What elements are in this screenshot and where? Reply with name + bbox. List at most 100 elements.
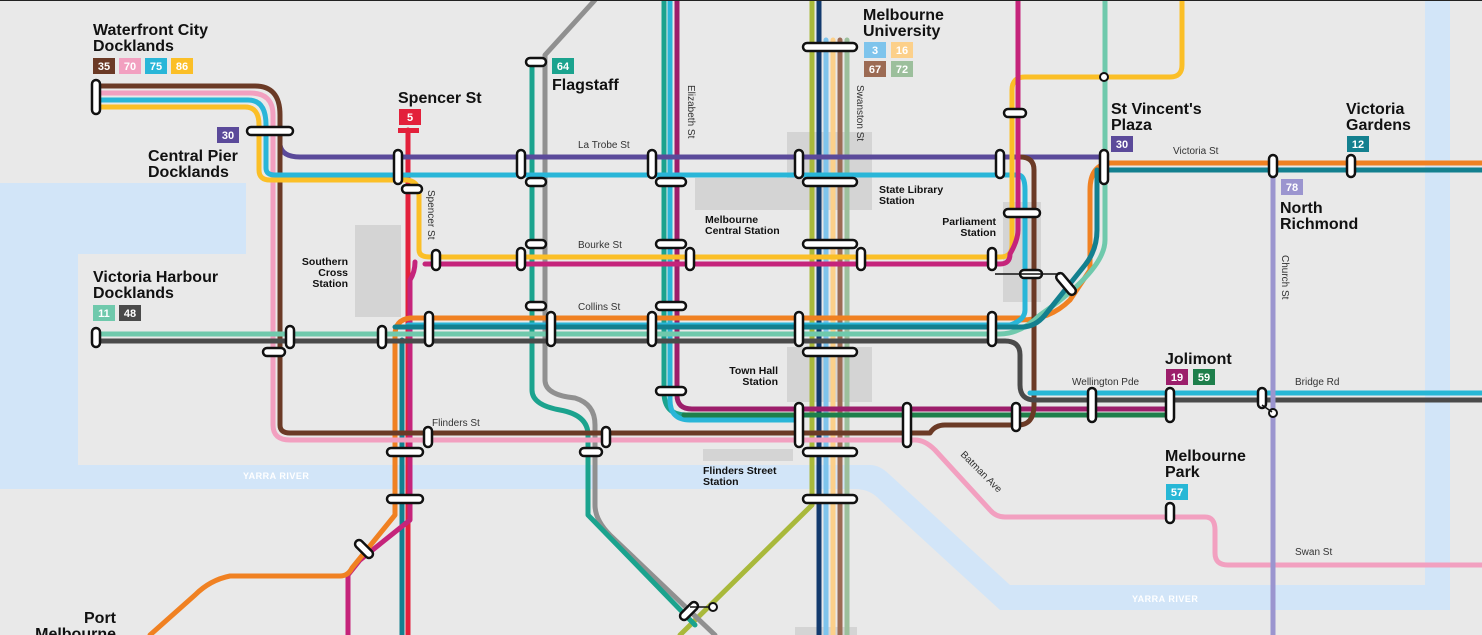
stop-central-pier[interactable]	[245, 125, 295, 137]
stop-swanston-2[interactable]	[801, 238, 859, 250]
stop-spencer-upper[interactable]	[400, 183, 424, 195]
stop-william-2[interactable]	[524, 238, 548, 250]
badge-59-text: 59	[1198, 372, 1210, 384]
spencer-label: Spencer St	[398, 90, 482, 107]
line-waterfront-pink	[93, 90, 1482, 568]
badge-3-text: 3	[872, 45, 878, 57]
melbourne-central-block	[695, 178, 795, 210]
stop-elizabeth-collins[interactable]	[646, 310, 658, 348]
stop-exhibition-flinders[interactable]	[1010, 401, 1022, 433]
stop-wellington[interactable]	[1086, 386, 1098, 424]
node-yellow	[1099, 72, 1109, 82]
state-library-label-2: Station	[879, 195, 915, 207]
southern-cross-label-2: Cross	[318, 267, 348, 279]
stop-exhibition-latrobe[interactable]	[994, 148, 1006, 180]
line-elizabeth-cyan	[667, 0, 803, 423]
victoria-gardens-label-1: Victoria	[1346, 101, 1405, 118]
victoria-st-label: Victoria St	[1173, 146, 1219, 157]
stop-st-vincents[interactable]	[1098, 148, 1110, 186]
badge-5	[399, 109, 421, 125]
badge-48-text: 48	[124, 308, 136, 320]
badge-12	[1347, 136, 1369, 152]
stop-swanston-4[interactable]	[801, 446, 859, 458]
badge-86-text: 86	[176, 61, 188, 73]
stop-harbour-3[interactable]	[261, 346, 287, 358]
stop-harbour-1[interactable]	[284, 324, 296, 350]
stop-exhibition-2[interactable]	[1002, 207, 1042, 219]
badge-78	[1281, 179, 1303, 195]
stop-swanston-collins[interactable]	[793, 310, 805, 348]
badge-75-text: 75	[150, 61, 162, 73]
stop-swanston-latrobe[interactable]	[793, 148, 805, 180]
stop-william-bourke[interactable]	[515, 246, 527, 272]
stop-victoria-gardens[interactable]	[1345, 153, 1357, 179]
stop-swanston-1[interactable]	[801, 176, 859, 188]
stop-swanston-3[interactable]	[801, 346, 859, 358]
stop-swanston-bourke[interactable]	[855, 246, 867, 272]
line-collins-green	[93, 0, 1108, 337]
southern-cross-label-3: Station	[312, 278, 348, 290]
stop-william-1[interactable]	[524, 176, 548, 188]
stop-spencer-flinders[interactable]	[422, 425, 434, 449]
badge-72	[891, 61, 913, 77]
yarra-river-label-west: YARRA RIVER	[243, 471, 309, 481]
line-spencer-magenta	[345, 259, 418, 635]
stop-william-latrobe[interactable]	[515, 148, 527, 180]
stop-church-victoria[interactable]	[1267, 153, 1279, 179]
stop-spencer-latrobe[interactable]	[392, 148, 404, 186]
badge-70	[119, 58, 141, 74]
stop-william-flinders[interactable]	[600, 425, 612, 449]
yarra-river-shape	[0, 0, 1450, 610]
stop-exhibition-collins[interactable]	[986, 310, 998, 348]
town-hall-label-2: Station	[742, 376, 778, 388]
stop-spencer-collins[interactable]	[423, 310, 435, 348]
stop-spencer-bourke[interactable]	[430, 248, 442, 272]
stop-spencer-1[interactable]	[385, 446, 425, 458]
stop-swanston-5[interactable]	[801, 493, 859, 505]
stop-elizabeth-3[interactable]	[654, 300, 688, 312]
stop-elizabeth-latrobe[interactable]	[646, 148, 658, 180]
stop-swanston-flinders[interactable]	[901, 401, 913, 449]
stop-jolimont[interactable]	[1164, 386, 1176, 424]
badge-11-text: 11	[98, 308, 110, 320]
stop-melbourne-park[interactable]	[1164, 501, 1176, 525]
stop-elizabeth-1[interactable]	[654, 176, 688, 188]
stop-elizabeth-bourke[interactable]	[684, 246, 696, 272]
melbourne-central-label-1: Melbourne	[705, 214, 758, 226]
stop-exhibition-1[interactable]	[1002, 107, 1028, 119]
stop-waterfront[interactable]	[90, 78, 102, 116]
stop-parliament-bourke[interactable]	[986, 246, 998, 272]
badge-67	[864, 61, 886, 77]
line-latrobe-purple	[259, 127, 1108, 160]
stop-melb-uni[interactable]	[801, 41, 859, 53]
station-labels: Southern Cross Station Melbourne Central…	[302, 184, 997, 488]
stop-william-3[interactable]	[524, 300, 548, 312]
badge-72-text: 72	[896, 64, 908, 76]
stop-flagstaff[interactable]	[524, 56, 548, 68]
badge-30-st-vincents-text: 30	[1116, 139, 1128, 151]
central-pier-label-2: Docklands	[148, 164, 229, 181]
town-hall-label-1: Town Hall	[729, 365, 778, 377]
stop-william-collins[interactable]	[545, 310, 557, 348]
stop-william-4[interactable]	[578, 446, 604, 458]
stop-port-line[interactable]	[353, 538, 375, 560]
node-lime	[708, 602, 718, 612]
stop-elizabeth-4[interactable]	[654, 385, 688, 397]
parliament-label-2: Station	[960, 227, 996, 239]
melbourne-park-label-1: Melbourne	[1165, 448, 1246, 465]
stop-elizabeth-flinders[interactable]	[793, 401, 805, 449]
stop-elizabeth-2[interactable]	[654, 238, 688, 250]
stop-bridge-rd[interactable]	[1256, 386, 1268, 410]
stop-harbour-2[interactable]	[376, 324, 388, 350]
line-waterfront-brown	[93, 83, 1037, 436]
st-vincents-label-2: Plaza	[1111, 117, 1152, 134]
wellington-label: Wellington Pde	[1072, 377, 1140, 388]
victoria-gardens-label-2: Gardens	[1346, 117, 1411, 134]
stop-spencer-2[interactable]	[385, 493, 425, 505]
flinders-street-block	[703, 449, 793, 461]
yarra-river-label-east: YARRA RIVER	[1132, 594, 1198, 604]
stop-victoria-harbour[interactable]	[90, 326, 102, 349]
collins-label: Collins St	[578, 302, 620, 313]
badge-35-text: 35	[98, 61, 110, 73]
